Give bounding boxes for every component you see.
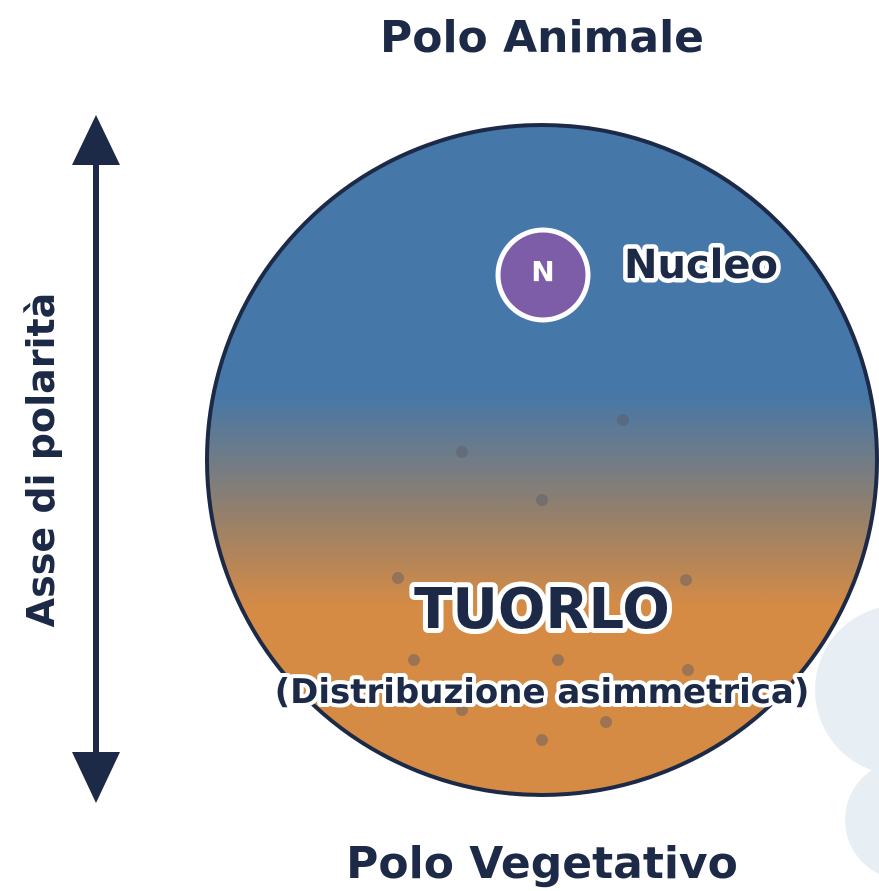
nucleus-label: Nucleo	[624, 242, 778, 288]
axis-label: Asse di polarità	[19, 293, 63, 628]
yolk-granules	[392, 414, 694, 746]
vegetal-pole-label: Polo Vegetativo	[346, 838, 738, 889]
polarity-axis-arrow	[72, 115, 120, 803]
egg-cell	[205, 123, 879, 797]
background-decoration	[815, 607, 879, 875]
arrow-down-icon	[72, 752, 120, 803]
yolk-subtitle: (Distribuzione asimmetrica)	[275, 672, 810, 712]
animal-pole-label: Polo Animale	[380, 12, 704, 63]
nucleus: N	[495, 227, 591, 323]
egg-body	[207, 125, 877, 795]
yolk-title: TUORLO	[414, 577, 670, 642]
egg-membrane	[205, 123, 879, 797]
nucleus-letter: N	[531, 255, 554, 288]
arrow-up-icon	[72, 115, 120, 165]
nucleus-circle	[495, 227, 591, 323]
